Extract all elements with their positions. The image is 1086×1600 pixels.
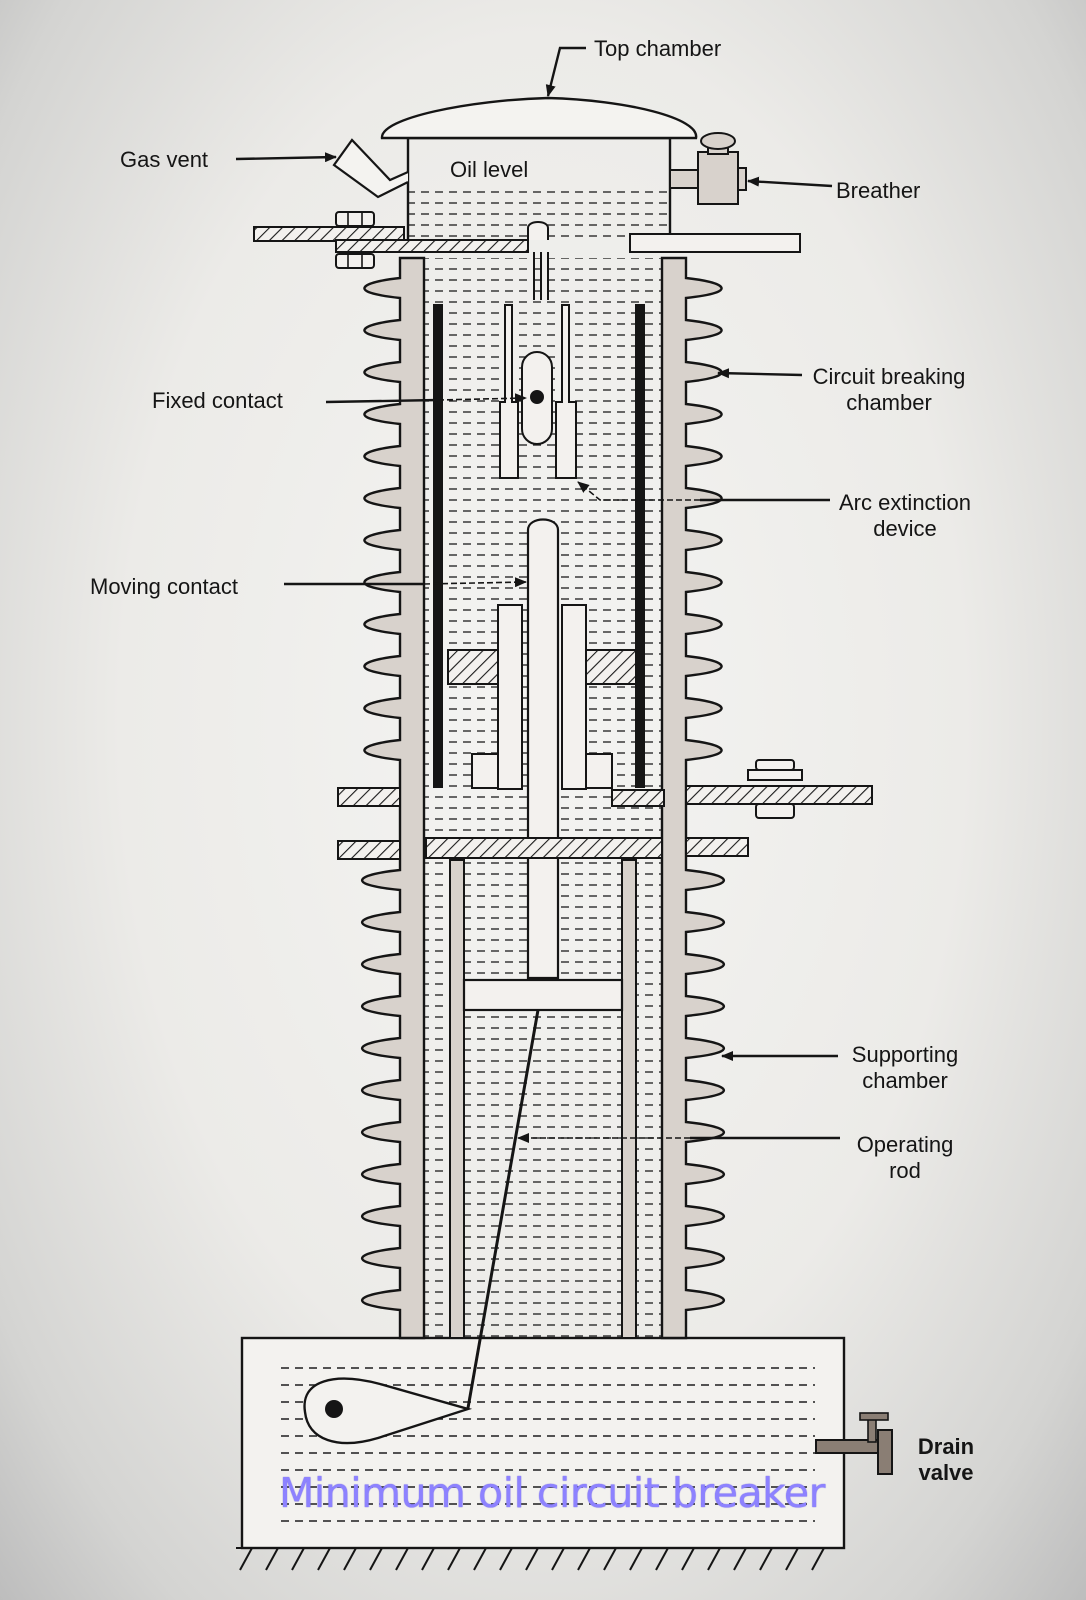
middle-flange — [337, 759, 873, 860]
label-drain-valve: Drain valve — [906, 1434, 986, 1486]
label-supporting-chamber: Supporting chamber — [838, 1042, 972, 1094]
label-supporting-line2: chamber — [862, 1068, 948, 1093]
label-gas-vent: Gas vent — [120, 147, 209, 172]
label-moving-contact: Moving contact — [90, 574, 238, 599]
label-arc-extinction-line2: device — [873, 516, 937, 541]
guide-rails — [449, 859, 637, 1339]
label-oil-level: Oil level — [450, 157, 529, 182]
drain-valve — [815, 1412, 893, 1475]
leader-fixed-contact — [325, 398, 439, 404]
label-operating-rod: Operating rod — [840, 1132, 970, 1184]
insulator-left — [361, 256, 426, 1340]
base-tank — [240, 1336, 846, 1550]
label-supporting-line1: Supporting — [851, 1042, 959, 1067]
insulator-right — [660, 256, 725, 1340]
leader-breather — [747, 176, 833, 188]
label-circuit-breaking-line2: chamber — [846, 390, 932, 415]
leader-lines — [235, 46, 840, 1143]
moving-contact — [447, 518, 637, 980]
label-top-chamber: Top chamber — [594, 36, 722, 61]
label-breather: Breather — [836, 178, 921, 203]
ground-hatch — [236, 1547, 836, 1571]
breaking-chamber-wall-left — [433, 304, 443, 788]
label-fixed-contact: Fixed contact — [152, 388, 283, 413]
breaking-chamber-wall-right — [635, 304, 645, 788]
label-operating-line1: Operating — [856, 1132, 954, 1157]
label-drain-line2: valve — [918, 1460, 974, 1485]
label-circuit-breaking-line1: Circuit breaking — [812, 364, 966, 389]
diagram-caption: Minimum oil circuit breaker — [278, 1469, 826, 1517]
leader-circuit-breaking-chamber — [717, 368, 803, 379]
top-chamber — [332, 96, 747, 240]
top-flange — [253, 211, 801, 300]
cross-bar — [462, 978, 624, 1012]
label-drain-line1: Drain — [917, 1434, 975, 1459]
label-arc-extinction-line1: Arc extinction — [838, 490, 972, 515]
leader-top-chamber — [545, 46, 586, 97]
label-arc-extinction-device: Arc extinction device — [830, 490, 980, 542]
operating-rod — [466, 1009, 540, 1409]
label-circuit-breaking-chamber: Circuit breaking chamber — [800, 364, 978, 416]
label-operating-line2: rod — [889, 1158, 921, 1183]
leader-gas-vent — [235, 152, 337, 163]
